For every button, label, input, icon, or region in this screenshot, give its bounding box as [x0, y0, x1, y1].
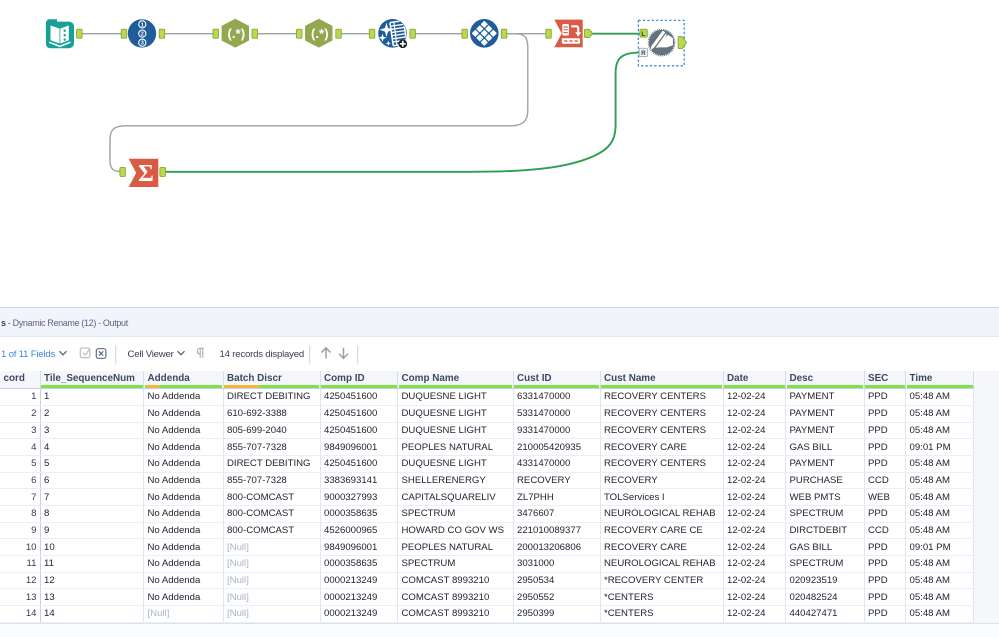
svg-text:1 of 11 Fields: 1 of 11 Fields: [1, 349, 55, 360]
svg-text:(.*): (.*): [311, 26, 329, 41]
svg-text:Cell Viewer: Cell Viewer: [128, 349, 175, 360]
svg-text:2: 2: [141, 32, 144, 38]
svg-text:1: 1: [141, 22, 144, 28]
svg-text:R: R: [641, 50, 646, 57]
svg-text:3: 3: [141, 41, 144, 47]
svg-text:Σ: Σ: [138, 161, 154, 187]
svg-text:(.*): (.*): [228, 26, 246, 41]
svg-text:14 records displayed: 14 records displayed: [220, 349, 305, 360]
svg-text:L: L: [641, 31, 645, 38]
